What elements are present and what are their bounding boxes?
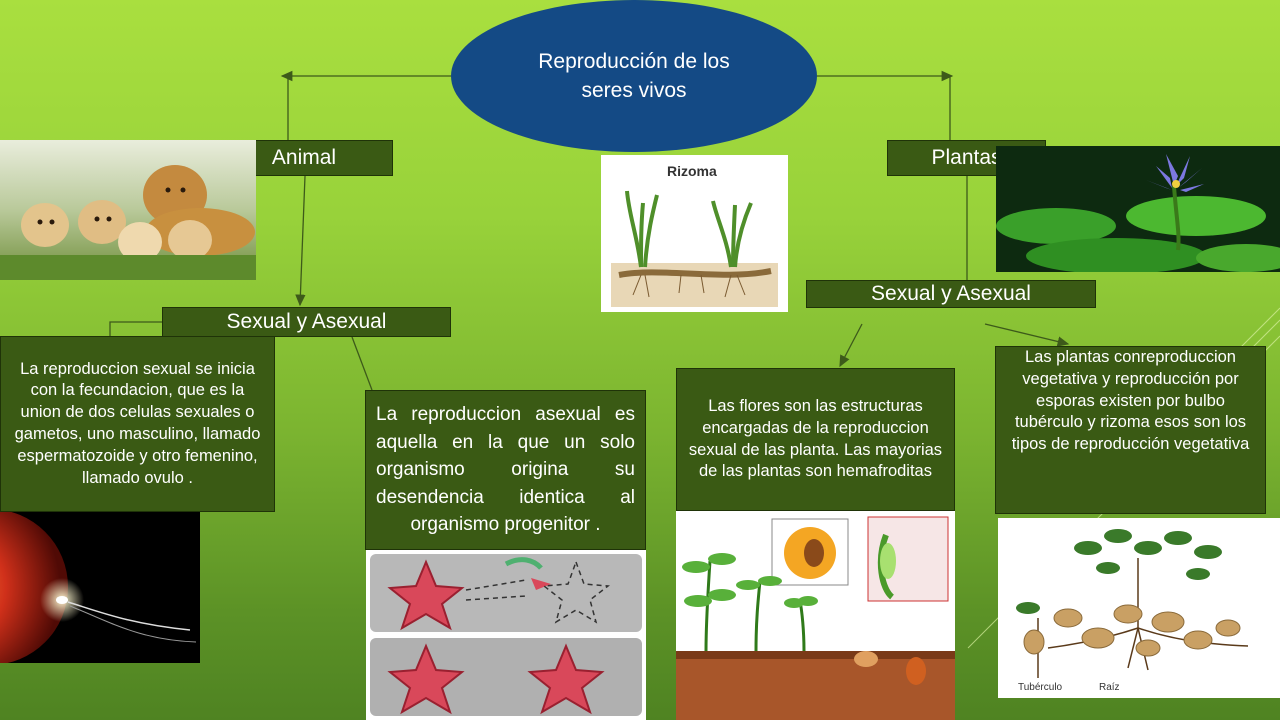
line-plantas-sexual	[839, 323, 863, 368]
root-label: Raíz	[1099, 682, 1120, 693]
title-text: Reproducción de los seres vivos	[538, 49, 730, 102]
animal-asexual-text: La reproduccion asexual es aquella en la…	[376, 404, 635, 536]
tuber-label: Tubérculo	[1018, 682, 1063, 693]
rizoma-image: Rizoma	[601, 155, 788, 312]
line-animal-sexual	[109, 321, 162, 336]
dogs-image	[0, 140, 256, 280]
line-animal-to-types	[295, 175, 306, 307]
starfish-image	[366, 550, 646, 720]
plantas-label: Plantas	[931, 146, 1002, 169]
plantas-asexual-text: Las plantas conreproduccion vegetativa y…	[1011, 348, 1250, 454]
animal-types-label: Sexual y Asexual	[226, 310, 387, 333]
animal-label: Animal	[271, 146, 337, 169]
line-plantas-asexual	[984, 323, 1070, 347]
water-lily-image	[996, 146, 1280, 272]
plantas-sexual-text-box: Las flores son las estructuras encargada…	[676, 368, 955, 511]
plantas-types-label: Sexual y Asexual	[871, 282, 1031, 305]
title-ellipse: Reproducción de los seres vivos	[451, 0, 817, 152]
plantas-types-box: Sexual y Asexual	[806, 280, 1096, 308]
animal-types-box: Sexual y Asexual	[162, 307, 451, 337]
animal-sexual-text: La reproduccion sexual se inicia con la …	[14, 359, 261, 487]
plantas-sexual-text: Las flores son las estructuras encargada…	[688, 396, 943, 481]
line-animal-asexual	[351, 336, 373, 391]
animal-asexual-text-box: La reproduccion asexual es aquella en la…	[365, 390, 646, 550]
plantas-asexual-text-box: Las plantas conreproduccion vegetativa y…	[995, 346, 1266, 514]
tuber-image: Tubérculo Raíz	[998, 518, 1280, 698]
germination-image	[676, 511, 955, 720]
animal-sexual-text-box: La reproduccion sexual se inicia con la …	[0, 336, 275, 512]
fertilization-image	[0, 512, 200, 663]
rizoma-label: Rizoma	[667, 163, 717, 179]
